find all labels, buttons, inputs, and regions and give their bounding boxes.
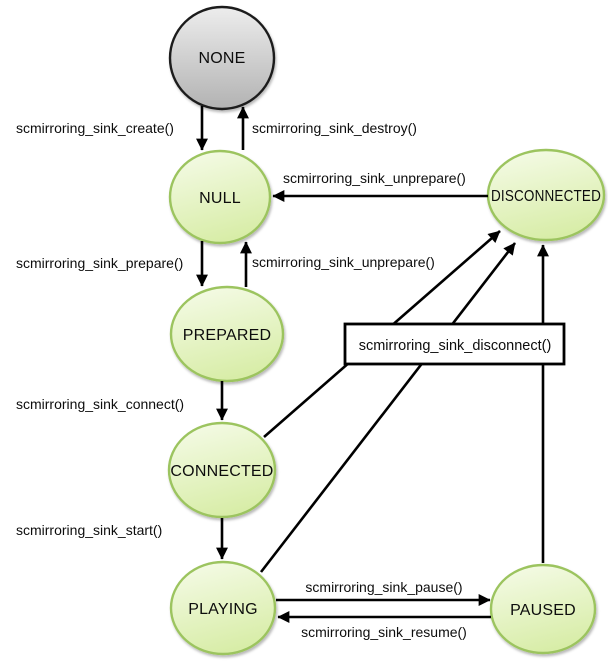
state-paused-label: PAUSED <box>510 602 576 619</box>
state-null-circle <box>168 149 272 245</box>
state-paused-circle <box>489 563 597 655</box>
transition-pause-label: scmirroring_sink_pause() <box>305 579 462 595</box>
state-prepared-label: PREPARED <box>183 327 271 344</box>
state-nodes <box>167 5 606 656</box>
transition-start-label: scmirroring_sink_start() <box>16 522 162 538</box>
transition-resume-label: scmirroring_sink_resume() <box>301 624 467 640</box>
state-disconnected-label: DISCONNECTED <box>491 188 601 205</box>
state-none-circle <box>168 5 276 111</box>
transition-create-label: scmirroring_sink_create() <box>16 120 174 136</box>
state-null-label: NULL <box>199 190 241 207</box>
transition-destroy-label: scmirroring_sink_destroy() <box>252 120 417 136</box>
state-prepared-circle <box>169 285 285 383</box>
green-state-circles <box>167 148 606 656</box>
transition-connect-label: scmirroring_sink_connect() <box>16 396 184 412</box>
state-name-labels: NONE NULL PREPARED CONNECTED PLAYING PAU… <box>170 50 601 619</box>
transition-labels: scmirroring_sink_create() scmirroring_si… <box>16 120 467 640</box>
transition-unprepare-disconnected-label: scmirroring_sink_unprepare() <box>283 170 466 186</box>
transition-unprepare-prepared-label: scmirroring_sink_unprepare() <box>252 254 435 270</box>
state-connected-label: CONNECTED <box>170 463 273 480</box>
disconnect-label-box <box>343 322 566 366</box>
state-playing-label: PLAYING <box>188 601 258 618</box>
transition-disconnect-label: scmirroring_sink_disconnect() <box>359 338 552 354</box>
state-playing-circle <box>169 560 277 656</box>
edge-disconnect-playing-to-disconnected <box>259 242 517 573</box>
state-none-label: NONE <box>198 50 245 67</box>
transition-prepare-label: scmirroring_sink_prepare() <box>16 255 183 271</box>
state-connected-circle <box>167 421 277 519</box>
